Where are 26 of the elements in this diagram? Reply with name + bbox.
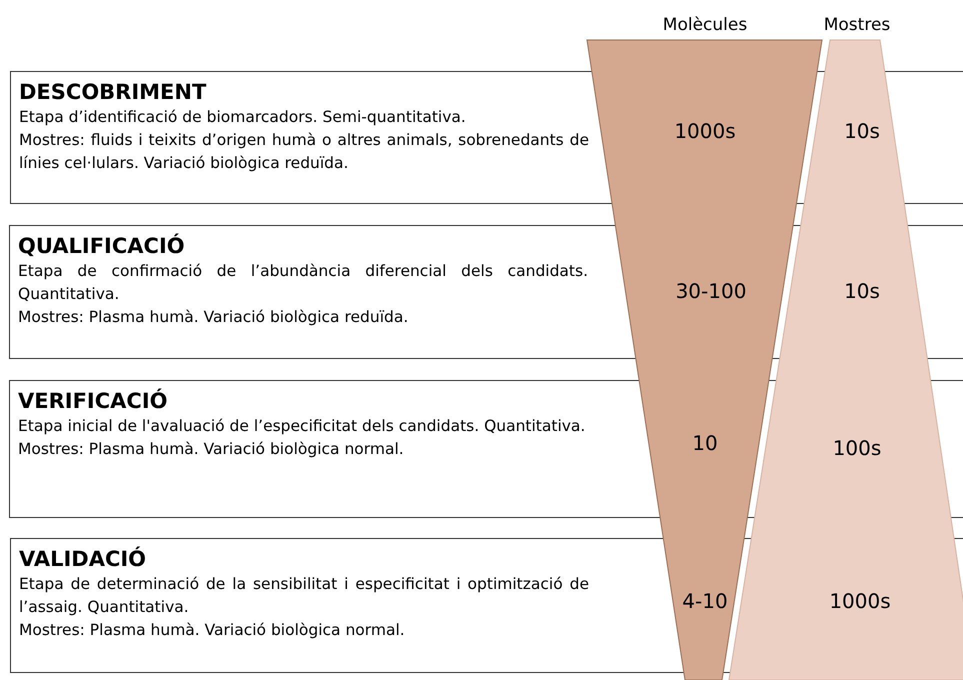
stage-samples: Mostres: Plasma humà. Variació biològica reduïda. (18, 307, 410, 328)
stage-title: VERIFICACIÓ (18, 388, 168, 415)
stage-samples: Mostres: fluids i teixits d’origen humà o altres animals, sobrenedants de línies cel·lulars. Variació biològica reduïda. (19, 130, 589, 174)
count-value: 10 (692, 431, 718, 455)
count-value: 10s (844, 119, 880, 143)
stage-box (10, 538, 600, 673)
count-value: 30-100 (676, 279, 746, 303)
stage-title: DESCOBRIMENT (19, 79, 206, 106)
column-heading: Mostres (824, 15, 890, 35)
count-value: 1000s (674, 119, 736, 143)
count-value: 100s (832, 436, 882, 460)
stage-description: Etapa d’identificació de biomarcadors. Semi-quantitativa. (19, 107, 467, 128)
stage-box (10, 71, 600, 204)
count-value: 4-10 (682, 589, 728, 613)
stage-description: Etapa de confirmació de l’abundància diferencial dels candidats. Quantitativa. (18, 261, 588, 305)
column-heading: Molècules (662, 15, 748, 35)
stage-title: QUALIFICACIÓ (18, 232, 185, 260)
stage-samples: Mostres: Plasma humà. Variació biològica normal. (19, 620, 406, 641)
stage-description: Etapa de determinació de la sensibilitat i especificitat i optimització de l’assaig. Quantitativa. (19, 574, 589, 618)
stage-description: Etapa inicial de l'avaluació de l’especificitat dels candidats. Quantitativa. (18, 416, 586, 437)
stage-box (9, 225, 599, 359)
stage-title: VALIDACIÓ (19, 546, 146, 573)
stage-box (9, 380, 599, 518)
count-value: 1000s (829, 589, 891, 613)
count-value: 10s (844, 279, 880, 303)
stage-samples: Mostres: Plasma humà. Variació biològica normal. (18, 439, 405, 460)
